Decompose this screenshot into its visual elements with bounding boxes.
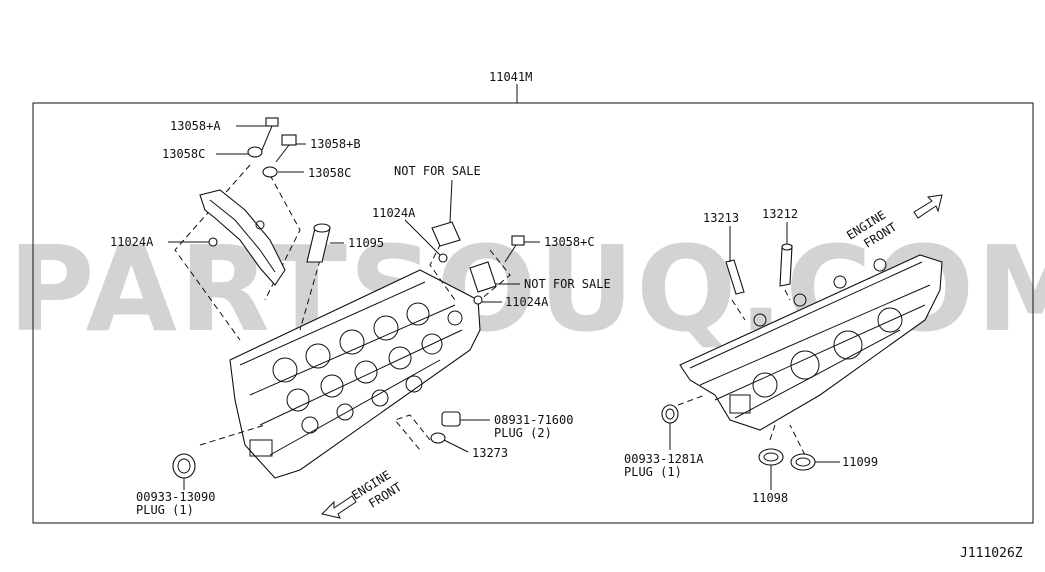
valve-guide-13213[interactable] <box>725 259 745 295</box>
callout-13212[interactable]: 13212 <box>762 207 798 221</box>
bolt-13058a[interactable] <box>261 117 279 151</box>
callout-08931-plug: PLUG (2) <box>494 426 552 440</box>
pin-11024a-left[interactable] <box>208 237 218 247</box>
pin-11024a-right[interactable] <box>473 295 483 305</box>
right-cylinder-head[interactable] <box>679 254 943 431</box>
callout-not-for-sale-mid: NOT FOR SALE <box>524 277 611 291</box>
callout-13058a[interactable]: 13058+A <box>170 119 221 133</box>
plug-00933-1281a[interactable] <box>661 404 679 424</box>
bolt-13058b[interactable] <box>275 134 297 163</box>
callout-00933-13090-plug: PLUG (1) <box>136 503 194 517</box>
arrow-left-icon <box>321 495 357 519</box>
callout-11095[interactable]: 11095 <box>348 236 384 250</box>
callout-not-for-sale-top: NOT FOR SALE <box>394 164 481 178</box>
dowel-11095[interactable] <box>306 223 331 263</box>
right-dashed-leaders <box>677 289 806 456</box>
washer-13058c-1[interactable] <box>247 146 263 158</box>
callout-11024a-left[interactable]: 11024A <box>110 235 154 249</box>
callout-13213[interactable]: 13213 <box>703 211 739 225</box>
callout-11098[interactable]: 11098 <box>752 491 788 505</box>
callout-13058c-2[interactable]: 13058C <box>308 166 351 180</box>
callout-11024a-right[interactable]: 11024A <box>505 295 549 309</box>
callout-00933-13090-number[interactable]: 00933-13090 <box>136 490 215 504</box>
seal-11098[interactable] <box>758 448 784 466</box>
nfs-part-top[interactable] <box>431 221 461 247</box>
arrow-right-icon <box>913 194 943 219</box>
callout-08931-number[interactable]: 08931-71600 <box>494 413 573 427</box>
assembly-frame <box>32 102 1034 524</box>
callout-13058c-plus[interactable]: 13058+C <box>544 235 595 249</box>
chain-guide-bracket[interactable] <box>199 189 286 286</box>
pin-11024a-mid[interactable] <box>438 253 448 263</box>
callout-leaders <box>168 125 840 490</box>
frame-label[interactable]: 11041M <box>489 70 532 84</box>
washer-13058c-2[interactable] <box>262 166 278 178</box>
callout-13273[interactable]: 13273 <box>472 446 508 460</box>
plug-08931[interactable] <box>441 411 461 427</box>
plug-00933-13090[interactable] <box>172 453 196 479</box>
callout-00933-1281a-plug: PLUG (1) <box>624 465 682 479</box>
nfs-part-mid[interactable] <box>469 261 497 293</box>
seal-11099[interactable] <box>790 453 816 471</box>
callout-00933-1281a-number[interactable]: 00933-1281A <box>624 452 704 466</box>
oring-13273[interactable] <box>430 432 446 444</box>
callout-11024a-mid[interactable]: 11024A <box>372 206 416 220</box>
valve-guide-13212[interactable] <box>779 243 793 287</box>
diagram-code: J111026Z <box>960 546 1023 561</box>
callout-11099[interactable]: 11099 <box>842 455 878 469</box>
engine-front-indicator-left: ENGINE FRONT <box>349 468 404 511</box>
bolt-13058c-plus[interactable] <box>504 235 525 263</box>
callout-13058c-1[interactable]: 13058C <box>162 147 205 161</box>
left-cylinder-head[interactable] <box>229 269 481 479</box>
callout-13058b[interactable]: 13058+B <box>310 137 361 151</box>
